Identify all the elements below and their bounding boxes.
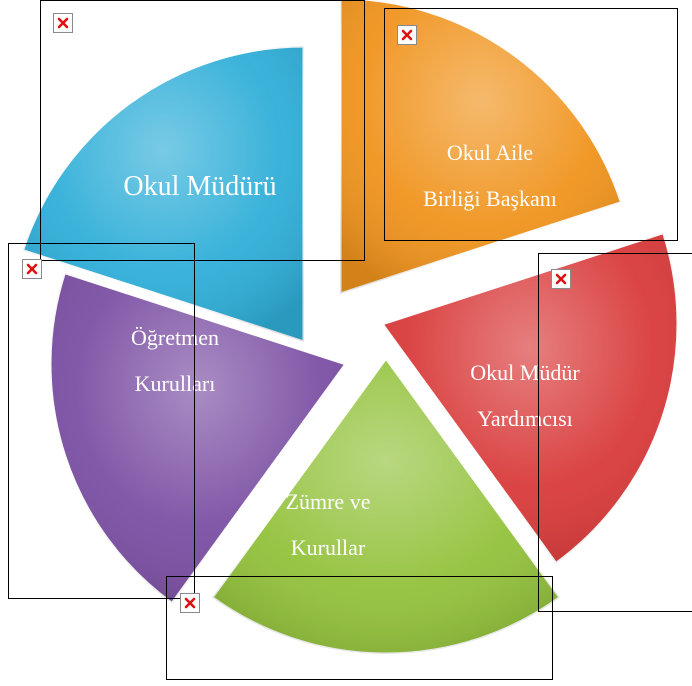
- pie-slice-shading: [22, 46, 304, 342]
- segment-label-okul-mudur-yardimcisi: Okul Müdür: [470, 360, 580, 385]
- broken-image-frame-top-right: [384, 8, 678, 241]
- segment-label-ogretmen-kurullari: Kurulları: [135, 371, 216, 396]
- pie-slice-shading: [382, 232, 679, 564]
- segment-label-zumre-ve-kurullar: Kurullar: [291, 535, 366, 560]
- broken-image-icon: [397, 25, 417, 45]
- pie-slice-shading: [50, 272, 346, 604]
- segment-label-okul-aile-birligi: Birliği Başkanı: [423, 186, 557, 211]
- broken-image-frame-left: [8, 243, 195, 599]
- segment-label-okul-muduru: Okul Müdürü: [123, 171, 276, 202]
- segment-label-ogretmen-kurullari: Öğretmen: [131, 325, 219, 350]
- segment-label-okul-mudur-yardimcisi: Yardımcısı: [477, 406, 573, 431]
- pie-slice-shading: [212, 358, 560, 655]
- broken-image-icon: [180, 593, 200, 613]
- broken-image-frame-bottom: [166, 576, 553, 680]
- pie-slice-shading: [340, 0, 622, 294]
- segment-label-zumre-ve-kurullar: Zümre ve: [286, 489, 371, 514]
- segment-label-okul-aile-birligi: Okul Aile: [447, 140, 533, 165]
- broken-image-icon: [551, 269, 571, 289]
- broken-image-frame-top-left: [40, 0, 365, 261]
- broken-image-icon: [53, 13, 73, 33]
- broken-image-frame-right: [538, 253, 692, 612]
- broken-image-icon: [22, 259, 42, 279]
